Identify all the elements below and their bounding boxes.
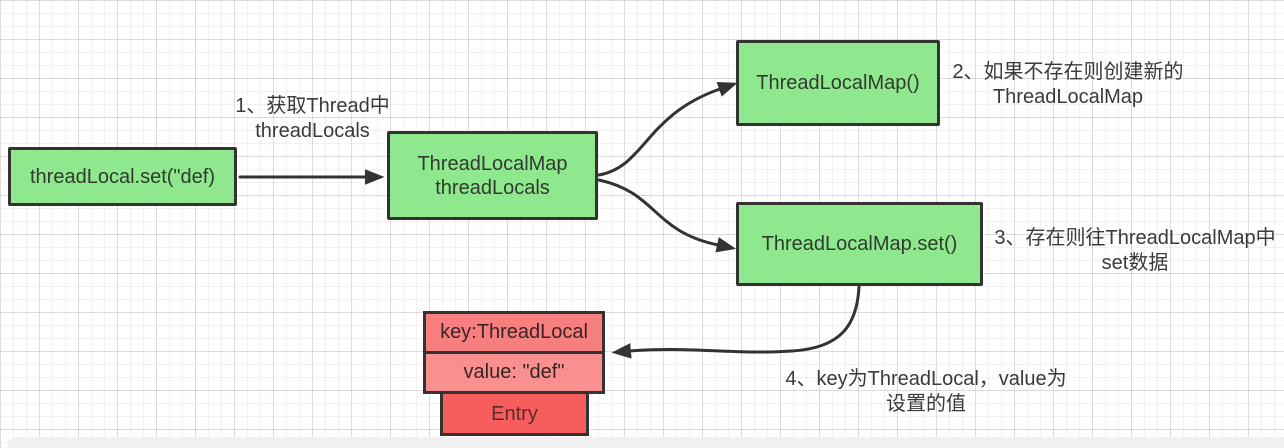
annotation-step2: 2、如果不存在则创建新的 ThreadLocalMap (948, 60, 1188, 110)
arrow-set-to-entry (611, 285, 861, 359)
bottom-panel-edge (7, 437, 1284, 448)
entry-key-label: key:ThreadLocal (440, 321, 588, 343)
annotation-step2-line2: ThreadLocalMap (992, 86, 1144, 108)
annotation-step2-line1: 2、如果不存在则创建新的 (952, 61, 1184, 83)
entry-value-label: value: "def" (463, 361, 565, 383)
annotation-step3-line2: set数据 (1101, 252, 1169, 274)
node-threadlocalmap-set-label: ThreadLocalMap.set() (761, 233, 958, 255)
node-threadlocalmap-constructor-label: ThreadLocalMap() (756, 72, 920, 94)
node-threadlocalmap-threadlocals: ThreadLocalMap threadLocals (387, 131, 598, 220)
node-threadlocal-set: threadLocal.set("def) (8, 147, 237, 206)
annotation-step1: 1、获取Thread中 threadLocals (230, 94, 395, 144)
arrow-threadlocals-to-set (597, 178, 737, 253)
node-threadlocalmap-line1: ThreadLocalMap (417, 152, 568, 175)
annotation-step1-line2: threadLocals (255, 120, 370, 142)
annotation-step3: 3、存在则往ThreadLocalMap中 set数据 (986, 226, 1284, 276)
annotation-step4: 4、key为ThreadLocal，value为 设置的值 (778, 367, 1074, 417)
annotation-step1-line1: 1、获取Thread中 (235, 95, 390, 117)
entry-key-row: key:ThreadLocal (423, 311, 605, 354)
node-threadlocalmap-set: ThreadLocalMap.set() (736, 202, 983, 286)
node-threadlocalmap-line2: threadLocals (435, 176, 550, 199)
node-threadlocalmap-constructor: ThreadLocalMap() (736, 40, 940, 126)
node-threadlocal-set-label: threadLocal.set("def) (30, 165, 215, 188)
entry-title-box: Entry (440, 390, 589, 436)
entry-title-label: Entry (491, 403, 538, 425)
arrow-threadlocals-to-create (597, 81, 738, 177)
annotation-step3-line1: 3、存在则往ThreadLocalMap中 (994, 227, 1276, 249)
entry-value-row: value: "def" (423, 351, 605, 394)
annotation-step4-line1: 4、key为ThreadLocal，value为 (785, 368, 1067, 390)
annotation-step4-line2: 设置的值 (886, 393, 966, 415)
